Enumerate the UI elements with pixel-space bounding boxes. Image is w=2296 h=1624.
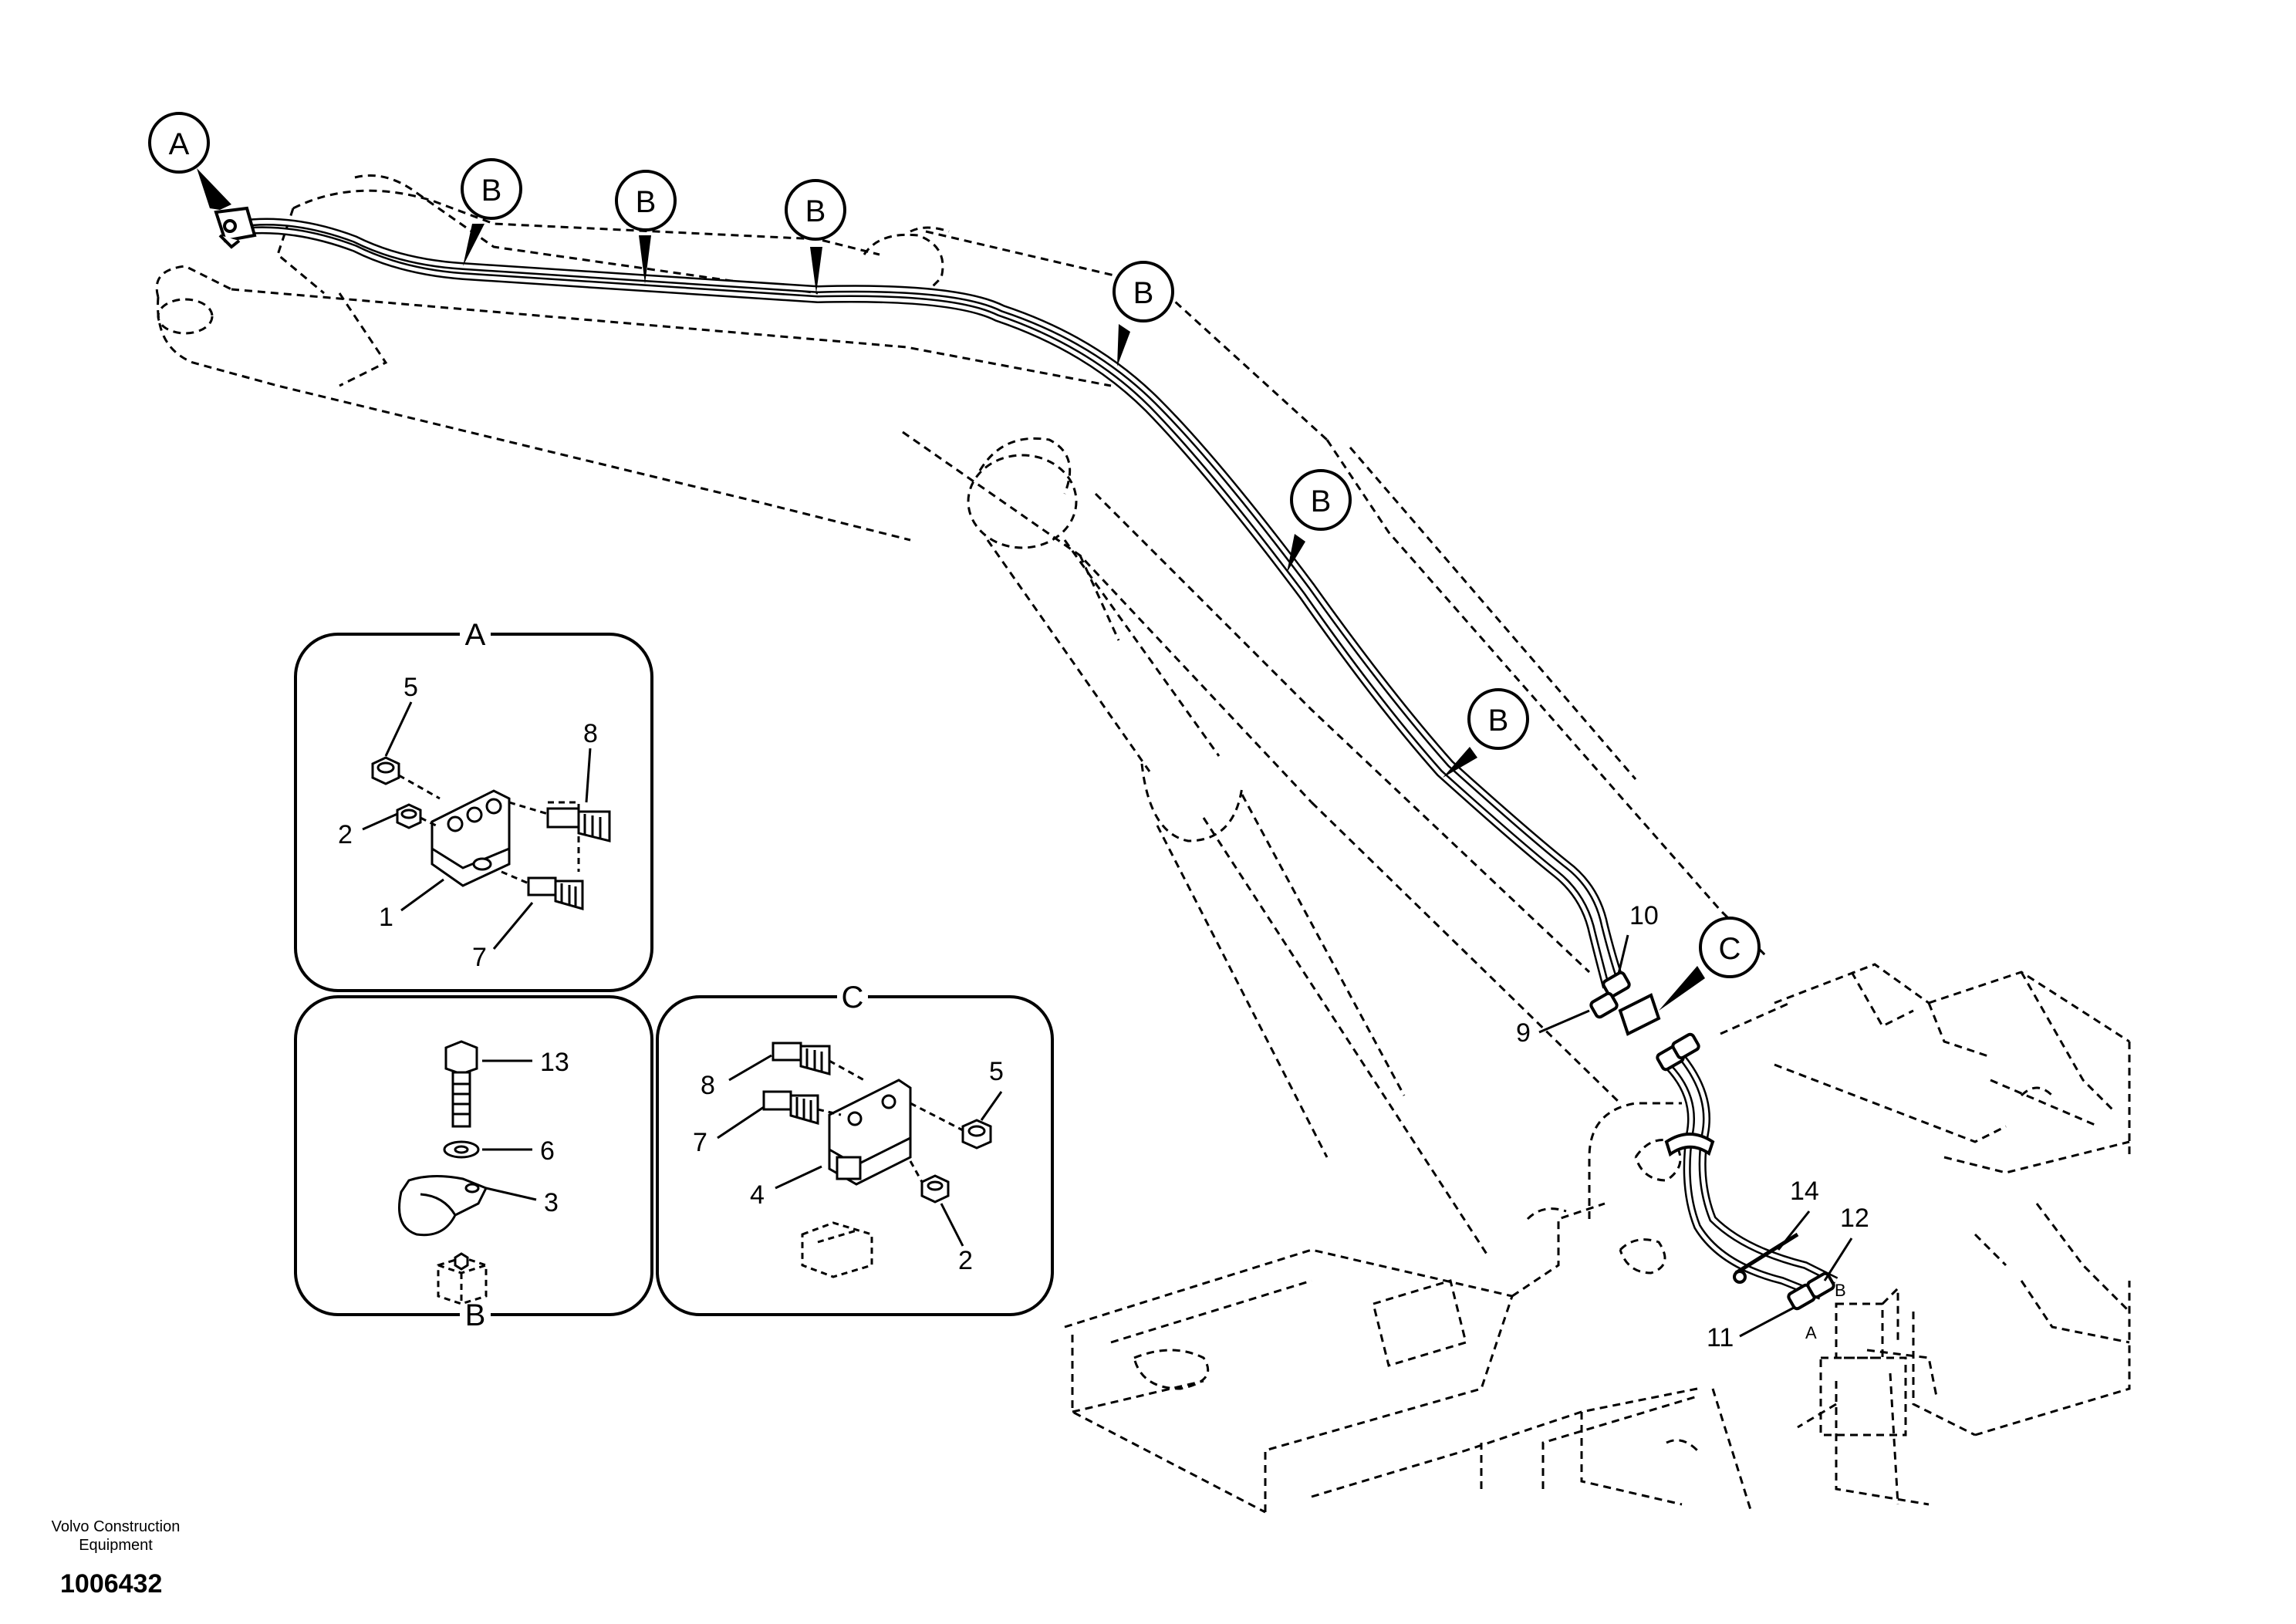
detail-a-label-1: 1 bbox=[379, 903, 393, 932]
svg-text:C: C bbox=[1719, 932, 1741, 966]
main-part-labels: 10 9 14 12 11 A B bbox=[1516, 901, 1869, 1352]
svg-text:B: B bbox=[636, 185, 657, 219]
drawing-number: 1006432 bbox=[60, 1569, 163, 1599]
detail-a-label-2: 2 bbox=[338, 820, 353, 849]
callout-b-marker-3: B bbox=[785, 179, 846, 293]
svg-text:B: B bbox=[481, 174, 502, 208]
svg-text:B: B bbox=[1311, 484, 1332, 518]
detail-c-label-8: 8 bbox=[701, 1071, 715, 1100]
detail-b-label-6: 6 bbox=[540, 1136, 555, 1166]
detail-view-a: A bbox=[294, 617, 653, 992]
detail-b-title: B bbox=[465, 1298, 486, 1332]
detail-c-label-2: 2 bbox=[958, 1246, 973, 1275]
label-9: 9 bbox=[1516, 1018, 1531, 1048]
callout-b-marker-1: B bbox=[461, 158, 522, 266]
detail-a-title: A bbox=[465, 618, 486, 652]
detail-view-c: C bbox=[656, 980, 1054, 1316]
callout-b-marker-4: B bbox=[1113, 261, 1174, 366]
company-name-line1: Volvo Construction bbox=[51, 1518, 181, 1535]
label-11: 11 bbox=[1707, 1323, 1734, 1352]
fitting-valve-ports bbox=[1787, 1271, 1835, 1311]
fitting-bracket-a bbox=[214, 206, 257, 249]
callout-b-marker-5: B bbox=[1287, 469, 1352, 572]
detail-c-label-7: 7 bbox=[693, 1128, 707, 1157]
company-name-line2: Equipment bbox=[79, 1537, 153, 1554]
label-port-b: B bbox=[1835, 1281, 1846, 1300]
label-10: 10 bbox=[1629, 901, 1659, 930]
svg-text:B: B bbox=[1133, 276, 1154, 310]
label-12: 12 bbox=[1840, 1204, 1869, 1233]
detail-b-label-3: 3 bbox=[544, 1188, 559, 1217]
callout-c-marker: C bbox=[1659, 917, 1761, 1011]
detail-a-label-8: 8 bbox=[583, 719, 598, 748]
detail-c-title: C bbox=[842, 981, 864, 1015]
callout-b-marker-2: B bbox=[615, 170, 677, 284]
callout-a-marker: A bbox=[148, 112, 231, 210]
machine-outline bbox=[155, 174, 2131, 1514]
label-port-a: A bbox=[1805, 1323, 1817, 1342]
detail-a-label-5: 5 bbox=[403, 673, 418, 702]
detail-view-b: B 13 bbox=[294, 995, 653, 1332]
detail-b-label-13: 13 bbox=[540, 1048, 569, 1077]
fitting-bracket-c bbox=[1589, 971, 1700, 1072]
detail-a-label-7: 7 bbox=[472, 943, 487, 972]
svg-text:A: A bbox=[169, 127, 190, 161]
svg-text:B: B bbox=[805, 194, 826, 228]
label-14: 14 bbox=[1790, 1177, 1819, 1206]
detail-c-label-4: 4 bbox=[750, 1180, 765, 1210]
detail-c-label-5: 5 bbox=[989, 1057, 1004, 1086]
hydraulic-lines bbox=[238, 218, 1838, 1300]
callout-b-marker-6: B bbox=[1443, 688, 1529, 778]
svg-text:B: B bbox=[1488, 704, 1509, 738]
